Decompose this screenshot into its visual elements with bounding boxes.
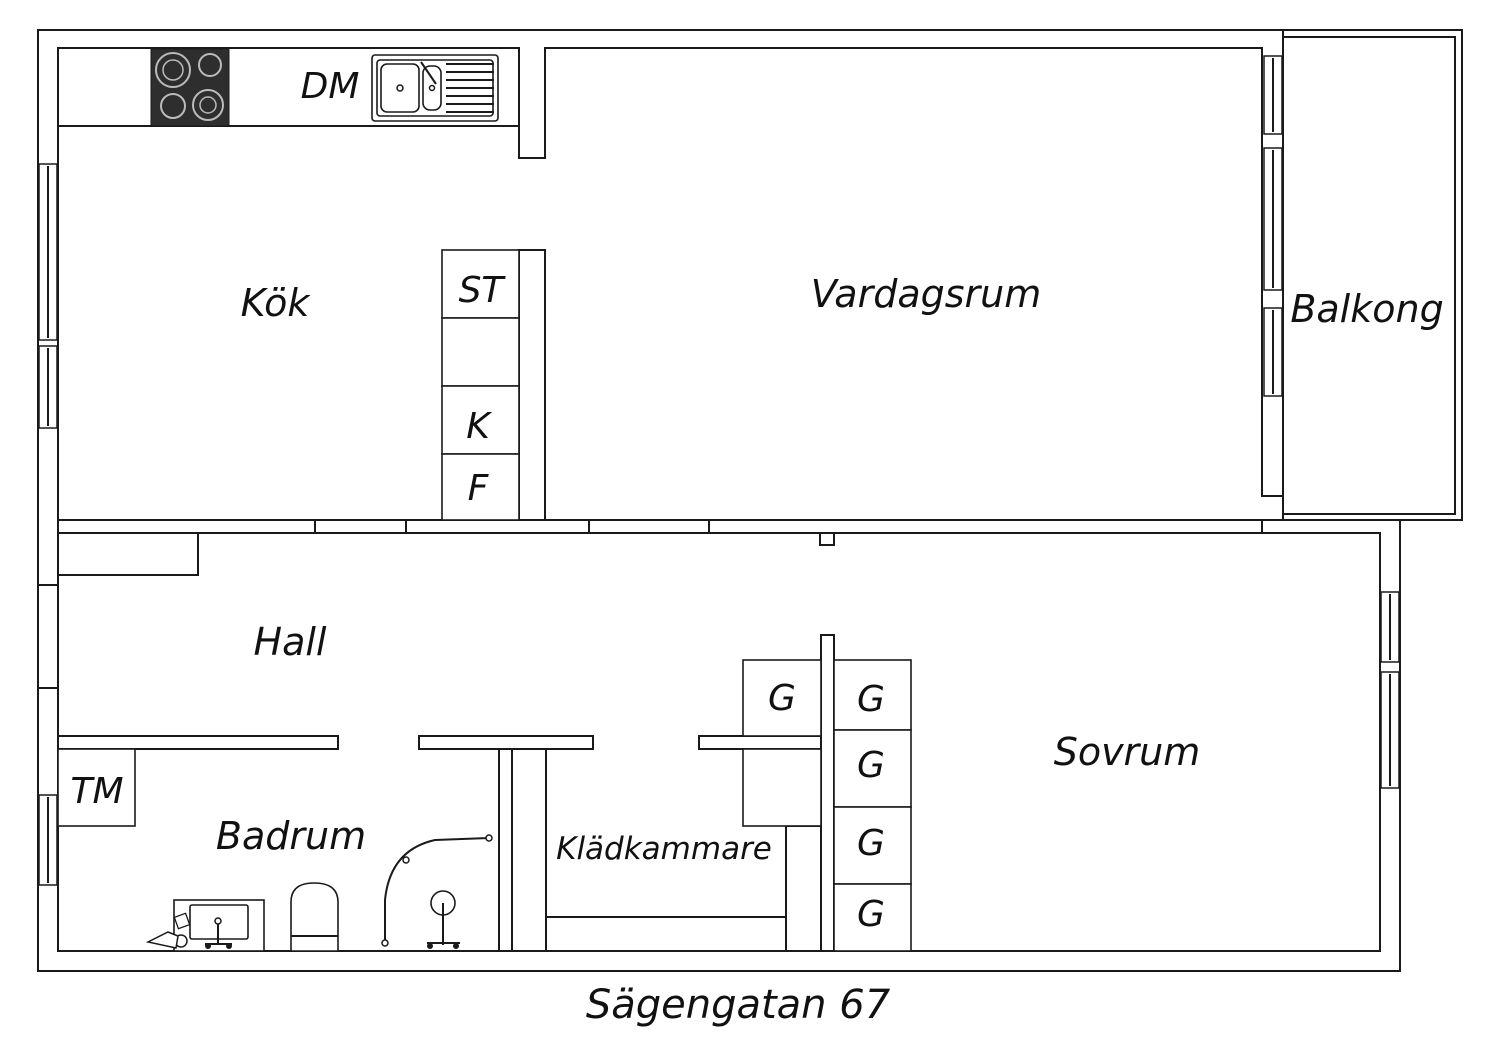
room-label-bathroom: Badrum (216, 814, 366, 858)
wardrobe-label: G (857, 894, 885, 935)
interior-walls (37, 249, 1263, 952)
wardrobe-label: G (768, 678, 796, 719)
room-label-hall: Hall (254, 620, 327, 664)
wardrobe-label: G (857, 679, 885, 720)
fixture-label-stove: ST (459, 270, 507, 311)
washer-unit (57, 748, 136, 827)
fixture-label-fridge: K (466, 406, 492, 447)
room-label-balcony: Balkong (1290, 287, 1443, 331)
room-label-kitchen: Kök (241, 281, 312, 325)
bathroom-sink-icon (145, 899, 265, 952)
room-label-walkin: Klädkammare (556, 831, 772, 867)
room-label-living: Vardagsrum (811, 272, 1042, 316)
wardrobes (742, 659, 912, 952)
address-caption: Sägengatan 67 (586, 982, 891, 1028)
fixture-label-freezer: F (468, 468, 490, 509)
fixture-label-washer: TM (70, 771, 123, 812)
windows (38, 55, 1400, 886)
kitchen-sink-icon (371, 54, 499, 122)
wardrobe-label: G (857, 823, 885, 864)
wardrobe-label: G (857, 745, 885, 786)
cooktop-icon (150, 48, 230, 127)
room-label-bedroom: Sovrum (1054, 730, 1201, 774)
toilet-icon (290, 882, 339, 952)
balcony (1282, 29, 1463, 521)
kitchen-tall-units (441, 249, 520, 521)
shower-icon (381, 834, 493, 949)
fixture-label-dishwasher: DM (301, 66, 360, 107)
